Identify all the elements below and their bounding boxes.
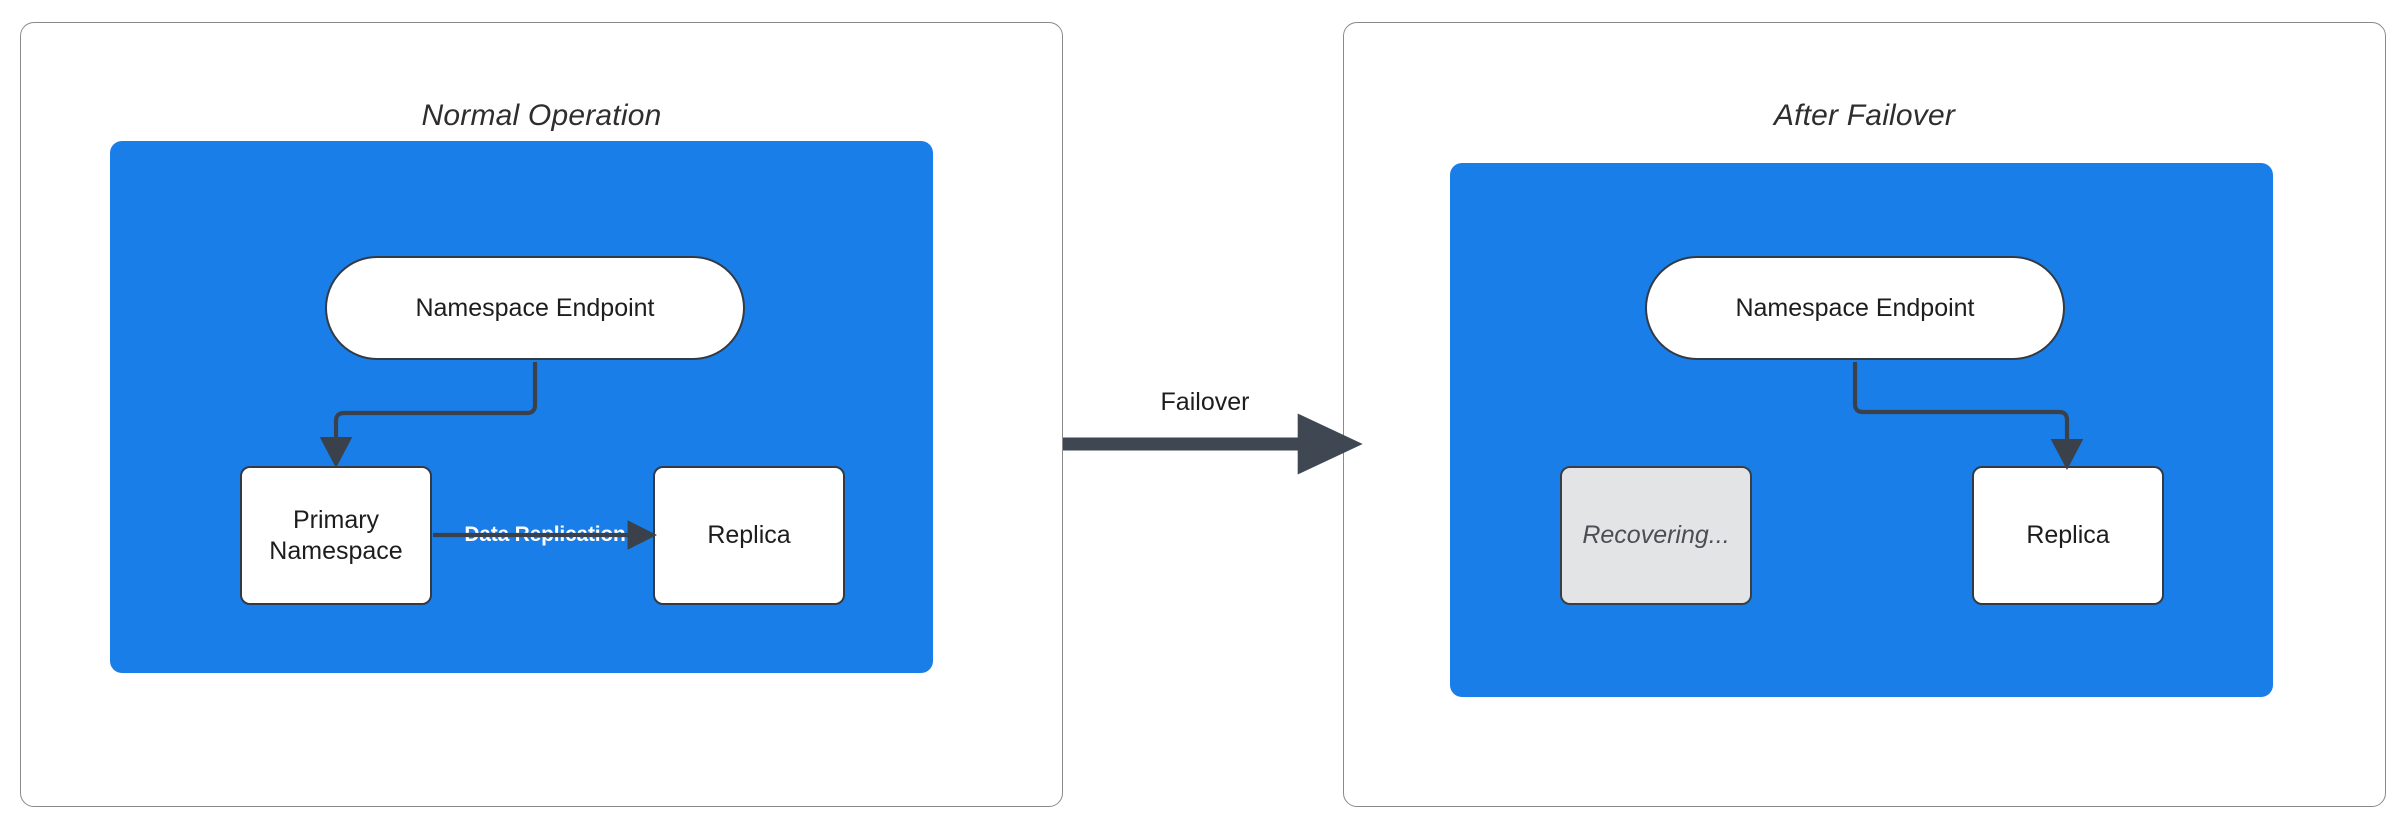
node-replica-left[interactable]: Replica	[653, 466, 845, 605]
edge-label-data-replication: Data Replication	[464, 523, 626, 546]
primary-namespace-line1: Primary	[292, 506, 380, 534]
node-namespace-endpoint-left[interactable]: Namespace Endpoint	[325, 256, 745, 360]
primary-namespace-line2: Namespace	[269, 536, 403, 565]
panel-right-title: After Failover	[1773, 99, 1956, 132]
node-replica-right[interactable]: Replica	[1972, 466, 2164, 605]
transition-label-failover: Failover	[1160, 388, 1250, 416]
node-recovering[interactable]: Recovering...	[1560, 466, 1752, 605]
panel-left-title: Normal Operation	[421, 99, 662, 132]
node-primary-namespace[interactable]: Primary Namespace	[240, 466, 432, 605]
blue-region-right	[1450, 163, 2273, 697]
node-namespace-endpoint-right[interactable]: Namespace Endpoint	[1645, 256, 2065, 360]
